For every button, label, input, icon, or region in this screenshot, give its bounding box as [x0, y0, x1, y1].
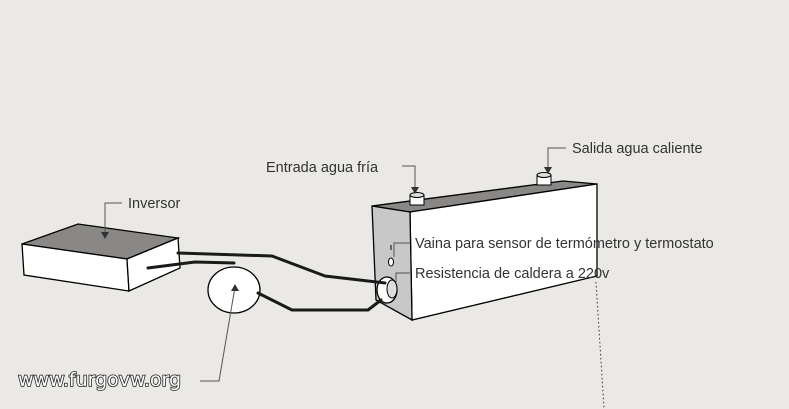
arrow-hot-outlet-icon — [544, 167, 552, 174]
label-inverter: Inversor — [128, 196, 181, 212]
cable-inverter-to-gauge — [146, 260, 236, 270]
label-hot-water-outlet: Salida agua caliente — [572, 141, 703, 157]
arrowheads — [101, 167, 552, 291]
leader-gauge — [200, 286, 236, 382]
leader-hot-outlet — [547, 147, 566, 170]
cold-water-inlet-pipe — [409, 192, 425, 206]
sensor-sleeve — [388, 245, 394, 267]
watermark: www.furgovw.org — [18, 369, 181, 391]
cable-gauge-to-heater — [256, 291, 383, 312]
leader-lines — [104, 147, 605, 409]
label-sensor-sleeve: Vaina para sensor de termómetro y termos… — [415, 236, 714, 252]
inverter-box — [21, 223, 181, 292]
leader-cold-inlet — [402, 165, 416, 190]
leader-inverter — [104, 202, 122, 235]
label-cold-water-inlet: Entrada agua fría — [266, 160, 379, 176]
leader-sensor — [393, 242, 410, 257]
leader-dotted — [595, 281, 605, 409]
inverter-side-face — [126, 237, 181, 292]
leader-heater — [395, 272, 410, 282]
label-heater-element: Resistencia de caldera a 220v — [415, 266, 610, 282]
cable-inverter-to-boiler — [176, 251, 387, 285]
arrow-inverter-icon — [101, 232, 109, 239]
cables — [146, 251, 387, 312]
arrow-cold-inlet-icon — [411, 187, 419, 194]
hot-water-outlet-pipe — [536, 172, 552, 186]
arrow-gauge-icon — [231, 284, 239, 291]
